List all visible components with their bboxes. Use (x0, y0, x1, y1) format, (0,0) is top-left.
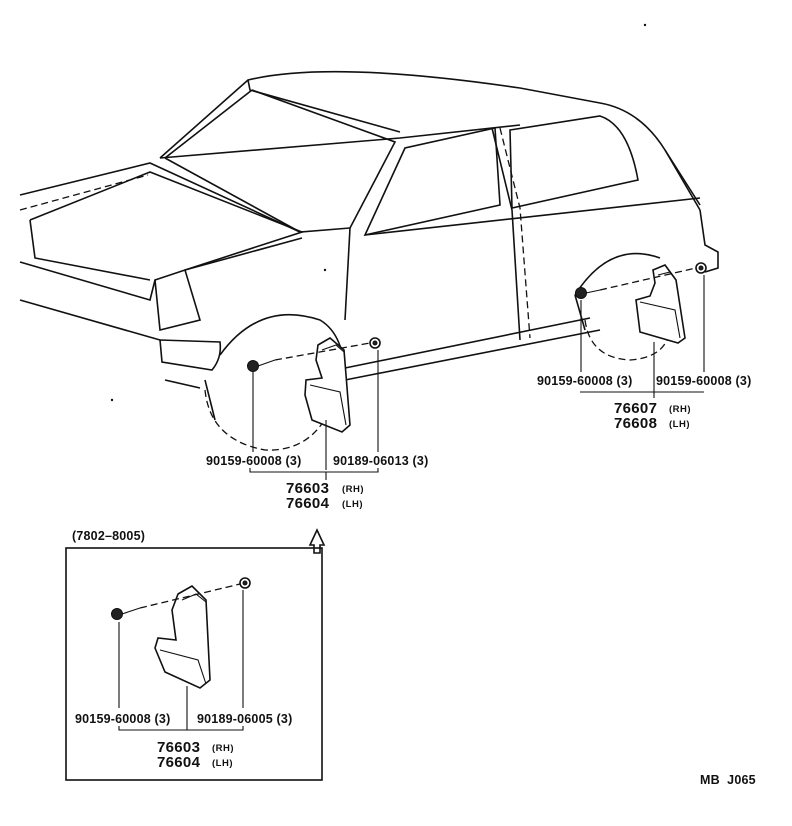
inset-screw-left (111, 607, 141, 620)
inset-flap-lh-side: (LH) (212, 758, 233, 769)
rear-clip-right (695, 262, 707, 274)
front-flap-rh-side: (RH) (342, 484, 364, 495)
front-assembly-line (274, 342, 371, 361)
front-clip-right (369, 337, 381, 349)
front-screw-left (247, 359, 276, 372)
inset-flap-rh-side: (RH) (212, 743, 234, 754)
front-leaders (249, 350, 379, 480)
front-flap-lh-number: 76604 (286, 495, 330, 512)
rear-flap-rh-side: (RH) (669, 404, 691, 415)
rear-screw-left-part-number: 90159-60008 (3) (537, 374, 632, 388)
inset-arrow-icon (308, 528, 326, 554)
inset-title: (7802–8005) (72, 529, 145, 543)
front-mud-flap (304, 337, 351, 433)
rear-mud-flap (635, 264, 686, 344)
inset-flap-rh-number: 76603 (157, 739, 200, 756)
inset-assembly-line (139, 583, 241, 609)
rear-screw-left (575, 287, 601, 299)
front-flap-rh-number: 76603 (286, 480, 329, 497)
rear-flap-lh-number: 76608 (614, 415, 657, 432)
inset-clip-part-number: 90189-06005 (3) (197, 712, 292, 726)
front-flap-lh-side: (LH) (342, 499, 363, 510)
rear-assembly-line (599, 267, 697, 291)
inset-screw-part-number: 90159-60008 (3) (75, 712, 170, 726)
inset-mud-flap (154, 585, 211, 689)
inset-flap-lh-number: 76604 (157, 754, 201, 771)
rear-flap-rh-number: 76607 (614, 400, 657, 417)
rear-flap-lh-side: (LH) (669, 419, 690, 430)
inset-leaders (118, 590, 244, 731)
car-body-outline (19, 23, 719, 451)
rear-leaders (580, 275, 705, 398)
front-screw-part-number: 90159-60008 (3) (206, 454, 301, 468)
inset-clip-right (239, 577, 251, 589)
inset-frame (65, 547, 323, 781)
diagram-code: MB J065 (700, 773, 756, 787)
front-clip-part-number: 90189-06013 (3) (333, 454, 428, 468)
rear-screw-right-part-number: 90159-60008 (3) (656, 374, 751, 388)
